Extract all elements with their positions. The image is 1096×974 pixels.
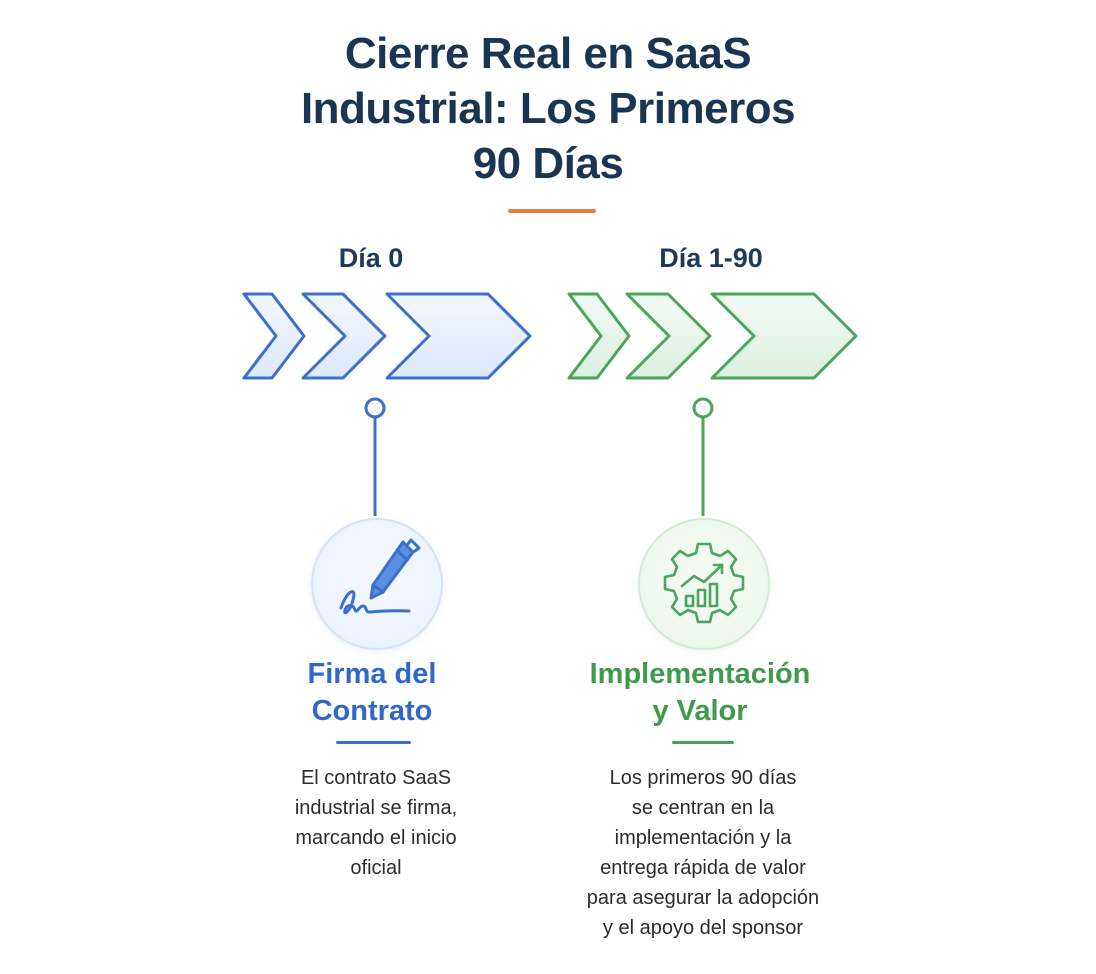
title-line: 90 Días: [472, 139, 624, 188]
title-accent-line: [508, 209, 596, 213]
phase-description-implementacion: Los primeros 90 días se centran en la im…: [560, 763, 846, 943]
connector-node: [692, 397, 714, 419]
chevron-large: [710, 292, 858, 380]
pen-signature-icon: [311, 518, 443, 650]
title-line: Industrial: Los Primeros: [300, 84, 796, 133]
description-line: oficial: [350, 857, 402, 879]
phase-title-firma: Firma del Contrato: [222, 656, 522, 730]
description-line: y el apoyo del sponsor: [602, 917, 804, 939]
connector-day-0: [364, 397, 386, 516]
description-line: El contrato SaaS: [300, 767, 452, 789]
chevron-small-1: [567, 292, 631, 380]
chevron-small-2: [301, 292, 387, 380]
chevron-large: [385, 292, 532, 380]
phase-title-line: y Valor: [652, 695, 748, 727]
description-line: para asegurar la adopción: [586, 887, 820, 909]
phase-title-line: Contrato: [311, 695, 433, 727]
chevron-small-2: [625, 292, 712, 380]
description-line: marcando el inicio: [295, 827, 457, 849]
chevron-group-day-1-90: [567, 292, 858, 380]
description-line: industrial se firma,: [294, 797, 458, 819]
phase-title-implementacion: Implementación y Valor: [550, 656, 850, 730]
connector-node: [364, 397, 386, 419]
connector-day-1-90: [692, 397, 714, 516]
phase-underline-firma: [336, 741, 411, 744]
chevron-group-day-0: [242, 292, 532, 380]
phase-label-day-1-90: Día 1-90: [659, 243, 763, 273]
phase-description-firma: El contrato SaaS industrial se firma, ma…: [262, 763, 490, 883]
phase-title-line: Implementación: [589, 658, 811, 690]
gear-growth-chart-icon: [638, 518, 770, 650]
diagram-title: Cierre Real en SaaS Industrial: Los Prim…: [248, 26, 848, 191]
title-line: Cierre Real en SaaS: [344, 29, 752, 78]
description-line: entrega rápida de valor: [600, 857, 806, 879]
phase-underline-implementacion: [672, 741, 734, 744]
phase-label-day-0: Día 0: [338, 243, 404, 273]
description-line: Los primeros 90 días: [609, 767, 797, 789]
phase-title-line: Firma del: [307, 658, 437, 690]
description-line: implementación y la: [614, 827, 792, 849]
chevron-small-1: [242, 292, 306, 380]
description-line: se centran en la: [631, 797, 775, 819]
